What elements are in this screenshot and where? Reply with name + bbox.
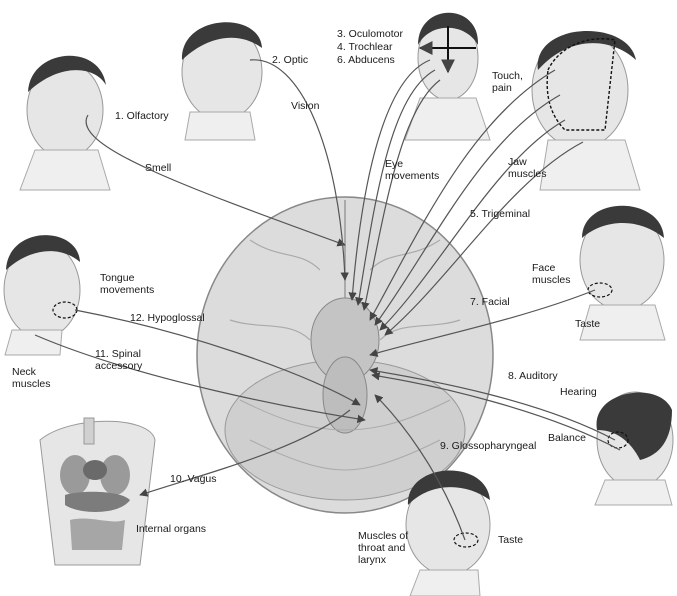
label-oculomotor: 3. Oculomotor bbox=[337, 28, 403, 40]
label-abducens: 6. Abducens bbox=[337, 54, 395, 66]
head-auditory bbox=[594, 391, 674, 506]
label-facial: 7. Facial bbox=[470, 296, 510, 308]
head-olfactory bbox=[19, 55, 111, 191]
label-touch-pain: Touch, pain bbox=[492, 70, 523, 94]
optic-nerve-line bbox=[249, 59, 349, 281]
auditory-nerve-line-1 bbox=[369, 367, 616, 441]
label-optic: 2. Optic bbox=[272, 54, 309, 66]
head-trigeminal bbox=[531, 31, 641, 191]
label-taste-face: Taste bbox=[575, 318, 601, 330]
facial-nerve-line bbox=[369, 289, 596, 357]
auditory-nerve-line-2 bbox=[371, 372, 621, 451]
head-eyes bbox=[404, 12, 491, 141]
olfactory-nerve-line bbox=[85, 114, 346, 247]
spinal-accessory-nerve-line bbox=[34, 334, 366, 424]
label-spinal-accessory: 11. Spinal accessory bbox=[95, 348, 143, 372]
label-taste-throat: Taste bbox=[498, 534, 524, 546]
label-olfactory: 1. Olfactory bbox=[115, 110, 169, 122]
hypoglossal-nerve-line bbox=[74, 309, 361, 406]
label-internal-organs: Internal organs bbox=[136, 523, 207, 535]
label-glossopharyngeal: 9. Glossopharyngeal bbox=[440, 440, 537, 452]
head-hypoglossal bbox=[3, 235, 81, 356]
trochlear-nerve-line bbox=[355, 69, 436, 306]
trigeminal-line-2 bbox=[374, 94, 561, 326]
label-muscles-throat-larynx: Muscles of throat and larynx bbox=[358, 530, 409, 566]
head-facial bbox=[579, 205, 666, 341]
label-auditory: 8. Auditory bbox=[508, 370, 558, 382]
label-jaw-muscles: Jaw muscles bbox=[508, 156, 547, 180]
label-hypoglossal: 12. Hypoglossal bbox=[130, 312, 205, 324]
trigeminal-line-4 bbox=[384, 141, 584, 336]
head-glossopharyngeal bbox=[405, 470, 491, 596]
label-neck-muscles: Neck muscles bbox=[12, 366, 51, 390]
head-optic bbox=[181, 22, 263, 141]
label-vision: Vision bbox=[291, 100, 320, 112]
label-tongue-movements: Tongue movements bbox=[100, 272, 155, 296]
nerve-pathways bbox=[34, 59, 621, 541]
label-vagus: 10. Vagus bbox=[170, 473, 217, 485]
label-balance: Balance bbox=[548, 432, 586, 444]
label-trigeminal: 5. Trigeminal bbox=[470, 208, 531, 220]
abducens-nerve-line bbox=[361, 79, 441, 311]
label-trochlear: 4. Trochlear bbox=[337, 41, 393, 53]
glossopharyngeal-nerve-line bbox=[374, 394, 466, 541]
oculomotor-nerve-line bbox=[348, 59, 431, 301]
label-face-muscles: Face muscles bbox=[532, 262, 571, 286]
trigeminal-line-3 bbox=[379, 119, 566, 331]
trigeminal-line-1 bbox=[369, 69, 556, 321]
brain-illustration bbox=[196, 196, 494, 514]
vagus-nerve-line bbox=[139, 409, 351, 497]
label-hearing: Hearing bbox=[560, 386, 597, 398]
torso-internal-organs bbox=[39, 417, 156, 566]
label-smell: Smell bbox=[145, 162, 172, 174]
label-eye-movements: Eye movements bbox=[385, 158, 440, 182]
